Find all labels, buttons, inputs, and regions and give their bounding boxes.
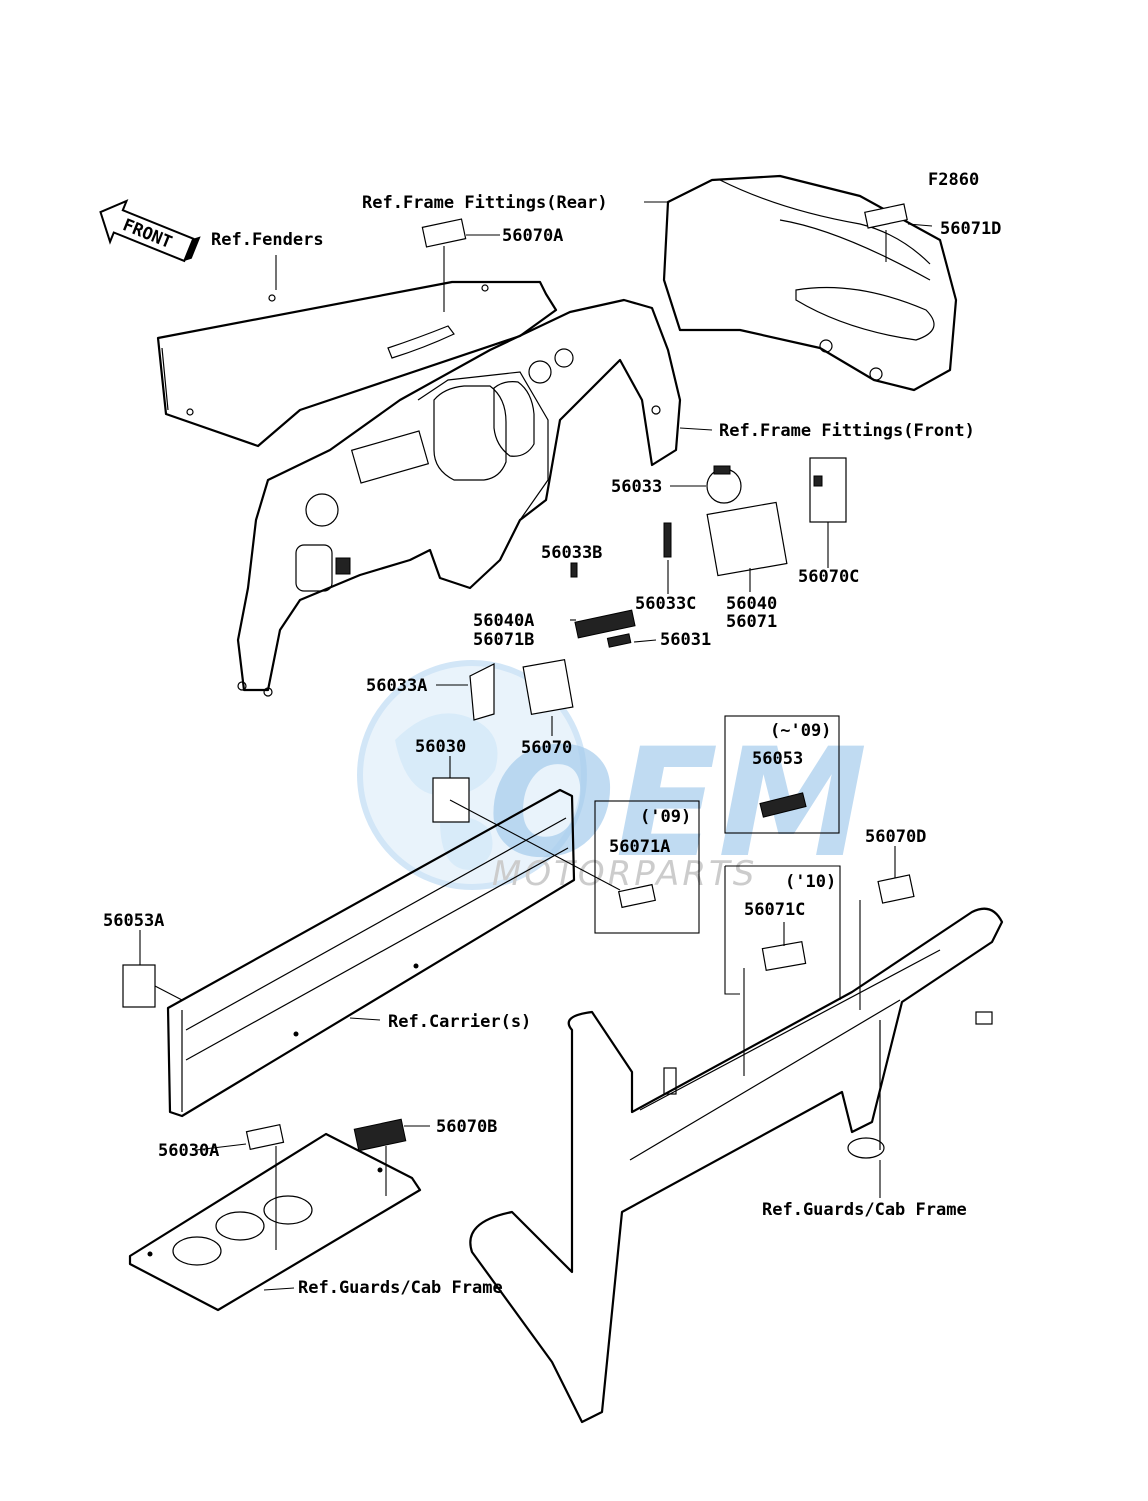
part-label-56040: 56040 xyxy=(726,594,777,614)
part-label-56053A: 56053A xyxy=(103,911,164,931)
decal-56040 xyxy=(706,501,788,577)
decal-56070 xyxy=(522,659,574,715)
ref-frame-rear-label: Ref.Frame Fittings(Rear) xyxy=(362,193,608,213)
part-label-56053: 56053 xyxy=(752,749,803,769)
part-label-56070A: 56070A xyxy=(502,226,563,246)
rear-frame-fitting xyxy=(662,174,958,392)
part-label-56031: 56031 xyxy=(660,630,711,650)
ref-carrier-label: Ref.Carrier(s) xyxy=(388,1012,531,1032)
decal-56071C xyxy=(761,940,807,972)
year-box-upto09 xyxy=(724,715,840,834)
year-note-10: ('10) xyxy=(785,872,836,892)
front-arrow-icon: FRONT xyxy=(99,199,201,263)
ref-frame-front-label: Ref.Frame Fittings(Front) xyxy=(719,421,975,441)
carrier-rail xyxy=(166,788,576,1118)
watermark-sub-text: MOTORPARTS xyxy=(492,854,757,894)
decal-56053A xyxy=(122,964,156,1008)
decal-56070B xyxy=(353,1118,407,1152)
decal-56040A xyxy=(574,609,636,639)
fender-panel xyxy=(156,280,558,448)
part-label-56071B: 56071B xyxy=(473,630,534,650)
year-note-upto09: (~'09) xyxy=(770,721,831,741)
decal-56070D xyxy=(877,874,915,904)
decal-56070A xyxy=(421,218,467,248)
ref-guards-cab-frame-bottom-label: Ref.Guards/Cab Frame xyxy=(298,1278,503,1298)
figure-code: F2860 xyxy=(928,170,979,190)
leader-lines xyxy=(139,201,933,1291)
decals xyxy=(122,203,915,1152)
ref-fenders-label: Ref.Fenders xyxy=(211,230,324,250)
part-label-56033A: 56033A xyxy=(366,676,427,696)
decal-56033B xyxy=(570,562,578,578)
decal-56031 xyxy=(606,633,632,648)
part-label-56070B: 56070B xyxy=(436,1117,497,1137)
part-label-56070C: 56070C xyxy=(798,567,859,587)
decal-56030A xyxy=(245,1123,285,1151)
part-label-56070D: 56070D xyxy=(865,827,926,847)
part-label-56033C: 56033C xyxy=(635,594,696,614)
year-box-09 xyxy=(594,800,700,934)
decal-56033A xyxy=(469,663,495,721)
part-label-56071C: 56071C xyxy=(744,900,805,920)
decal-56070C xyxy=(809,457,847,523)
decal-56033C xyxy=(663,522,672,558)
part-label-56071D: 56071D xyxy=(940,219,1001,239)
decal-56053 xyxy=(759,792,807,818)
decal-56071A xyxy=(617,883,657,909)
year-note-09: ('09) xyxy=(640,807,691,827)
part-label-56071: 56071 xyxy=(726,612,777,632)
decal-56071D xyxy=(864,203,908,229)
oem-motorparts-watermark: OEM MOTORPARTS xyxy=(357,660,867,894)
part-label-56030: 56030 xyxy=(415,737,466,757)
skid-plate xyxy=(128,1132,422,1312)
part-label-56040A: 56040A xyxy=(473,611,534,631)
part-label-56033: 56033 xyxy=(611,477,662,497)
dashboard-panel xyxy=(236,298,682,697)
cab-frame xyxy=(469,907,1004,1424)
watermark-globe-icon xyxy=(357,660,587,890)
year-box-10 xyxy=(724,865,841,1000)
part-label-56030A: 56030A xyxy=(158,1141,219,1161)
ref-guards-cab-frame-right-label: Ref.Guards/Cab Frame xyxy=(762,1200,967,1220)
part-label-56033B: 56033B xyxy=(541,543,602,563)
part-label-56070: 56070 xyxy=(521,738,572,758)
part-label-56071A: 56071A xyxy=(609,837,670,857)
